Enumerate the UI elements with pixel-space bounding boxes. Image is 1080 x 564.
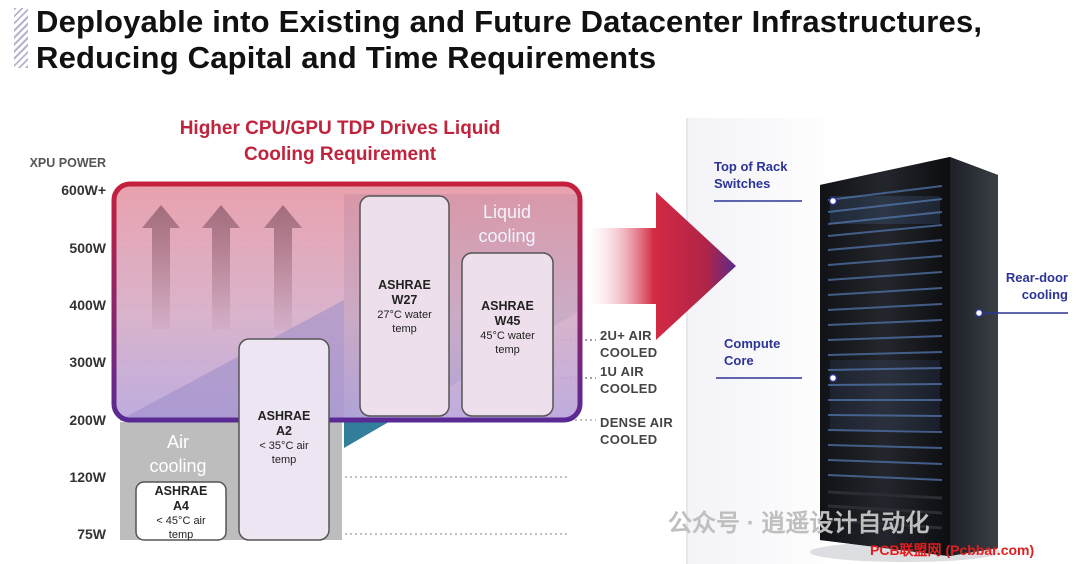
rack-label-rear-1: Rear-door: [1005, 270, 1068, 285]
ashrae-a2-name-1: ASHRAE: [257, 409, 311, 423]
rack-callout-lines: [714, 200, 1068, 379]
ashrae-w45-name-2: W45: [494, 314, 521, 328]
rack-label-compute-1: Compute: [724, 336, 781, 351]
diagram-heading: Higher CPU/GPU TDP Drives Liquid Cooling…: [140, 116, 540, 168]
liquid-cooling-label-line-1: Liquid: [482, 202, 532, 222]
transition-arrow: [586, 192, 736, 340]
ashrae-w27-desc-1: 27°C water: [377, 309, 432, 321]
ashrae-w27-label: ASHRAE W27 27°C water temp: [360, 278, 449, 336]
rack-label-rear-door: Rear-door cooling: [990, 269, 1068, 303]
threshold-dense-air: DENSE AIR COOLED: [600, 414, 673, 448]
liquid-cooling-label: Liquid cooling: [452, 200, 562, 248]
title-decoration-hatch: [14, 8, 28, 68]
air-cooling-label-line-2: cooling: [149, 456, 207, 476]
rack-panel-edge: [686, 118, 688, 564]
ashrae-w27-box: [359, 195, 450, 417]
y-tick-120w: 120W: [69, 469, 106, 485]
ashrae-a2-desc-1: < 35°C air: [259, 440, 309, 452]
rack-label-top-switches-2: Switches: [714, 176, 771, 191]
ashrae-w27-desc-2: temp: [392, 323, 417, 335]
y-tick-500w: 500W: [69, 240, 106, 256]
ashrae-a4-name-2: A4: [173, 499, 189, 513]
ashrae-w45-box: [461, 252, 554, 417]
y-tick-600w: 600W+: [61, 182, 106, 198]
up-arrow-2: [202, 205, 240, 330]
up-arrow-1: [142, 205, 180, 330]
ashrae-a2-box: [238, 338, 330, 541]
ashrae-w45-desc-2: temp: [495, 344, 520, 356]
rack-label-rear-2: cooling: [1021, 287, 1068, 302]
air-cooling-label: Air cooling: [128, 430, 228, 478]
wechat-watermark: 公众号 · 逍遥设计自动化: [668, 510, 930, 537]
liquid-cooling-label-line-2: cooling: [478, 226, 536, 246]
ashrae-a2-name-2: A2: [276, 424, 292, 438]
higher-tdp-border: [111, 181, 583, 423]
ashrae-a2-desc-2: temp: [271, 454, 297, 466]
rack-callout-dots: [828, 196, 984, 383]
tdp-up-arrows: [142, 205, 302, 330]
threshold-2u-line-1: 2U+ AIR: [600, 328, 652, 343]
rack-label-top-switches-1: Top of Rack: [714, 159, 788, 174]
threshold-dense-line-2: COOLED: [600, 432, 658, 447]
ashrae-w27-name-2: W27: [391, 293, 418, 307]
y-axis-title: XPU POWER: [29, 156, 106, 170]
y-tick-300w: 300W: [69, 354, 106, 370]
title-line-1: Deployable into Existing and Future Data…: [36, 4, 983, 39]
threshold-2u-air: 2U+ AIR COOLED: [600, 327, 657, 361]
ashrae-w45-label: ASHRAE W45 45°C water temp: [462, 299, 553, 357]
diagram-heading-line-1: Higher CPU/GPU TDP Drives Liquid: [179, 118, 501, 139]
source-credit: PCB联盟网 (Pcbbar.com): [870, 542, 1035, 558]
threshold-1u-line-1: 1U AIR: [600, 364, 644, 379]
rack-label-compute-core: Compute Core: [724, 335, 780, 369]
ashrae-a4-desc-2: temp: [168, 529, 194, 541]
threshold-1u-line-2: COOLED: [600, 381, 658, 396]
ashrae-w45-name-1: ASHRAE: [481, 299, 534, 313]
y-tick-200w: 200W: [69, 412, 106, 428]
server-rack-image: [810, 157, 1000, 562]
threshold-dense-line-1: DENSE AIR: [600, 415, 674, 430]
rack-label-top-switches: Top of Rack Switches: [714, 158, 787, 192]
ashrae-w27-name-1: ASHRAE: [378, 278, 431, 292]
up-arrow-3: [264, 205, 302, 330]
ashrae-w45-desc-1: 45°C water: [480, 330, 535, 342]
threshold-1u-air: 1U AIR COOLED: [600, 363, 657, 397]
threshold-2u-line-2: COOLED: [600, 345, 658, 360]
rack-label-compute-2: Core: [724, 353, 754, 368]
ashrae-a2-label: ASHRAE A2 < 35°C air temp: [239, 409, 329, 467]
y-tick-75w: 75W: [77, 526, 106, 542]
air-cooling-label-line-1: Air: [167, 432, 189, 452]
page-title: Deployable into Existing and Future Data…: [36, 4, 1076, 76]
y-tick-400w: 400W: [69, 297, 106, 313]
diagram-heading-line-2: Cooling Requirement: [243, 144, 437, 165]
ashrae-a4-name-1: ASHRAE: [154, 484, 208, 498]
ashrae-a4-desc-1: < 45°C air: [156, 515, 206, 527]
ashrae-a4-box: [135, 481, 227, 541]
ashrae-a4-label: ASHRAE A4 < 45°C air temp: [136, 484, 226, 542]
title-line-2: Reducing Capital and Time Requirements: [36, 40, 657, 75]
